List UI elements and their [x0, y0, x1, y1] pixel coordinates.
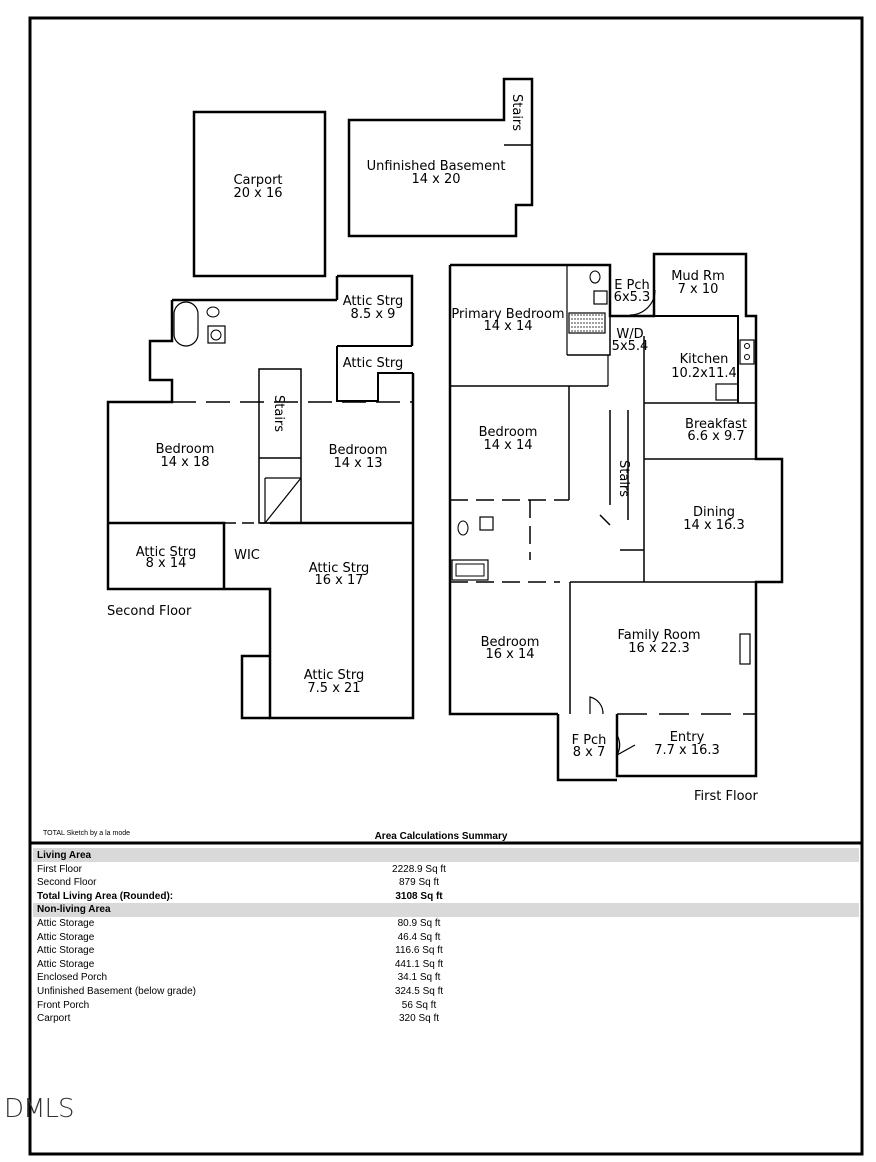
basement-plan: Unfinished Basement 14 x 20 Stairs	[347, 77, 534, 238]
basement-size: 14 x 20	[411, 172, 460, 187]
row-label: Attic Storage	[37, 931, 95, 943]
table-row: Front Porch 56 Sq ft	[33, 999, 859, 1013]
f-pch-size: 8 x 7	[573, 745, 606, 760]
kitchen-name: Kitchen	[680, 352, 729, 367]
table-row: Enclosed Porch 34.1 Sq ft	[33, 971, 859, 985]
breakfast-name: Breakfast	[685, 417, 747, 432]
carport-size: 20 x 16	[233, 186, 282, 201]
bedroom-left-name: Bedroom	[156, 442, 215, 457]
row-label: Front Porch	[37, 999, 90, 1011]
row-value: 116.6 Sq ft	[395, 945, 443, 957]
family-room-name: Family Room	[618, 628, 701, 643]
row-value: 441.1 Sq ft	[394, 958, 444, 970]
row-value: 879 Sq ft	[398, 877, 440, 889]
table-row: First Floor 2228.9 Sq ft	[33, 863, 859, 877]
attic-strg-left-size: 8 x 14	[146, 556, 187, 571]
mud-rm-size: 7 x 10	[678, 282, 719, 297]
first-floor-plan	[448, 252, 784, 782]
bedroom-mid-name: Bedroom	[479, 425, 538, 440]
first-stairs-label: Stairs	[616, 460, 631, 497]
total-row: Total Living Area (Rounded): 3108 Sq ft	[33, 890, 859, 904]
carport-name: Carport	[233, 173, 282, 188]
attic-strg-bottom-name: Attic Strg	[304, 668, 364, 683]
dining-name: Dining	[693, 505, 735, 520]
table-row: Carport 320 Sq ft	[33, 1012, 859, 1026]
table-row: Attic Storage 116.6 Sq ft	[33, 944, 859, 958]
area-summary-table: Living Area First Floor 2228.9 Sq ft Sec…	[33, 849, 859, 1026]
entry-name: Entry	[670, 730, 705, 745]
mud-rm-name: Mud Rm	[671, 269, 725, 284]
nonliving-area-header: Non-living Area	[37, 904, 111, 916]
row-value: 46.4 Sq ft	[397, 931, 441, 943]
table-row: Attic Storage 46.4 Sq ft	[33, 931, 859, 945]
carport-plan: Carport 20 x 16	[192, 110, 327, 278]
attic-strg-top-size: 8.5 x 9	[351, 307, 396, 322]
table-row: Attic Storage 80.9 Sq ft	[33, 917, 859, 931]
bedroom-right-name: Bedroom	[329, 443, 388, 458]
row-value: 324.5 Sq ft	[394, 985, 444, 997]
summary-title: Area Calculations Summary	[375, 831, 508, 842]
row-label: Enclosed Porch	[37, 972, 108, 984]
row-value: 2228.9 Sq ft	[392, 863, 446, 875]
row-value: 34.1 Sq ft	[397, 972, 441, 984]
attic-strg-left-name: Attic Strg	[136, 545, 196, 560]
primary-bedroom-name: Primary Bedroom	[451, 307, 564, 322]
mls-logo: DMLS	[4, 1094, 74, 1124]
kitchen-size: 10.2x11.4	[671, 366, 737, 381]
wic-name: WIC	[234, 548, 260, 563]
sketch-credit: TOTAL Sketch by a la mode	[43, 830, 130, 837]
dining-size: 14 x 16.3	[683, 518, 744, 533]
row-value: 3108 Sq ft	[395, 890, 443, 902]
first-floor-labels: Primary Bedroom 14 x 14 E Pch 6x5.3 Mud …	[451, 269, 758, 804]
row-value: 80.9 Sq ft	[397, 917, 441, 929]
living-area-header: Living Area	[37, 850, 92, 861]
wd-size: 5x5.4	[612, 339, 649, 354]
page-border	[28, 16, 864, 1156]
table-row: Attic Storage 441.1 Sq ft	[33, 958, 859, 972]
basement-stairs-label: Stairs	[509, 94, 524, 131]
second-floor-labels: Attic Strg 8.5 x 9 Attic Strg Stairs Bed…	[107, 294, 403, 696]
attic-strg-top-name: Attic Strg	[343, 294, 403, 309]
table-row: Second Floor 879 Sq ft	[33, 876, 859, 890]
row-label: First Floor	[37, 863, 82, 875]
basement-name: Unfinished Basement	[367, 159, 506, 174]
second-stairs-label: Stairs	[271, 395, 286, 432]
bedroom-low-size: 16 x 14	[485, 647, 534, 662]
row-label: Attic Storage	[37, 917, 95, 929]
nonliving-header-band	[33, 903, 859, 917]
row-label: Total Living Area (Rounded):	[37, 890, 174, 902]
bedroom-left-size: 14 x 18	[160, 455, 209, 470]
second-floor-label: Second Floor	[107, 604, 192, 619]
f-pch-name: F Pch	[572, 733, 607, 748]
wd-name: W/D	[616, 327, 643, 342]
row-label: Attic Storage	[37, 958, 95, 970]
row-label: Second Floor	[37, 877, 97, 889]
row-label: Attic Storage	[37, 945, 95, 957]
attic-strg-mid-name: Attic Strg	[309, 561, 369, 576]
row-label: Unfinished Basement (below grade)	[37, 985, 196, 997]
row-value: 56 Sq ft	[401, 999, 437, 1011]
first-floor-label: First Floor	[694, 789, 758, 804]
living-header-band	[33, 848, 859, 862]
entry-size: 7.7 x 16.3	[654, 743, 720, 758]
attic-strg-bottom-size: 7.5 x 21	[307, 681, 360, 696]
breakfast-size: 6.6 x 9.7	[687, 429, 744, 444]
row-value: 320 Sq ft	[398, 1013, 440, 1025]
e-pch-name: E Pch	[614, 278, 650, 293]
table-row: Unfinished Basement (below grade) 324.5 …	[33, 985, 859, 999]
family-room-size: 16 x 22.3	[628, 641, 689, 656]
e-pch-size: 6x5.3	[614, 290, 651, 305]
second-floor-plan	[106, 274, 415, 720]
attic-strg-mid-size: 16 x 17	[314, 573, 363, 588]
bedroom-mid-size: 14 x 14	[483, 438, 532, 453]
bedroom-right-size: 14 x 13	[333, 456, 382, 471]
bedroom-low-name: Bedroom	[481, 635, 540, 650]
primary-bedroom-size: 14 x 14	[483, 319, 532, 334]
attic-strg-small-name: Attic Strg	[343, 356, 403, 371]
row-label: Carport	[37, 1013, 71, 1025]
